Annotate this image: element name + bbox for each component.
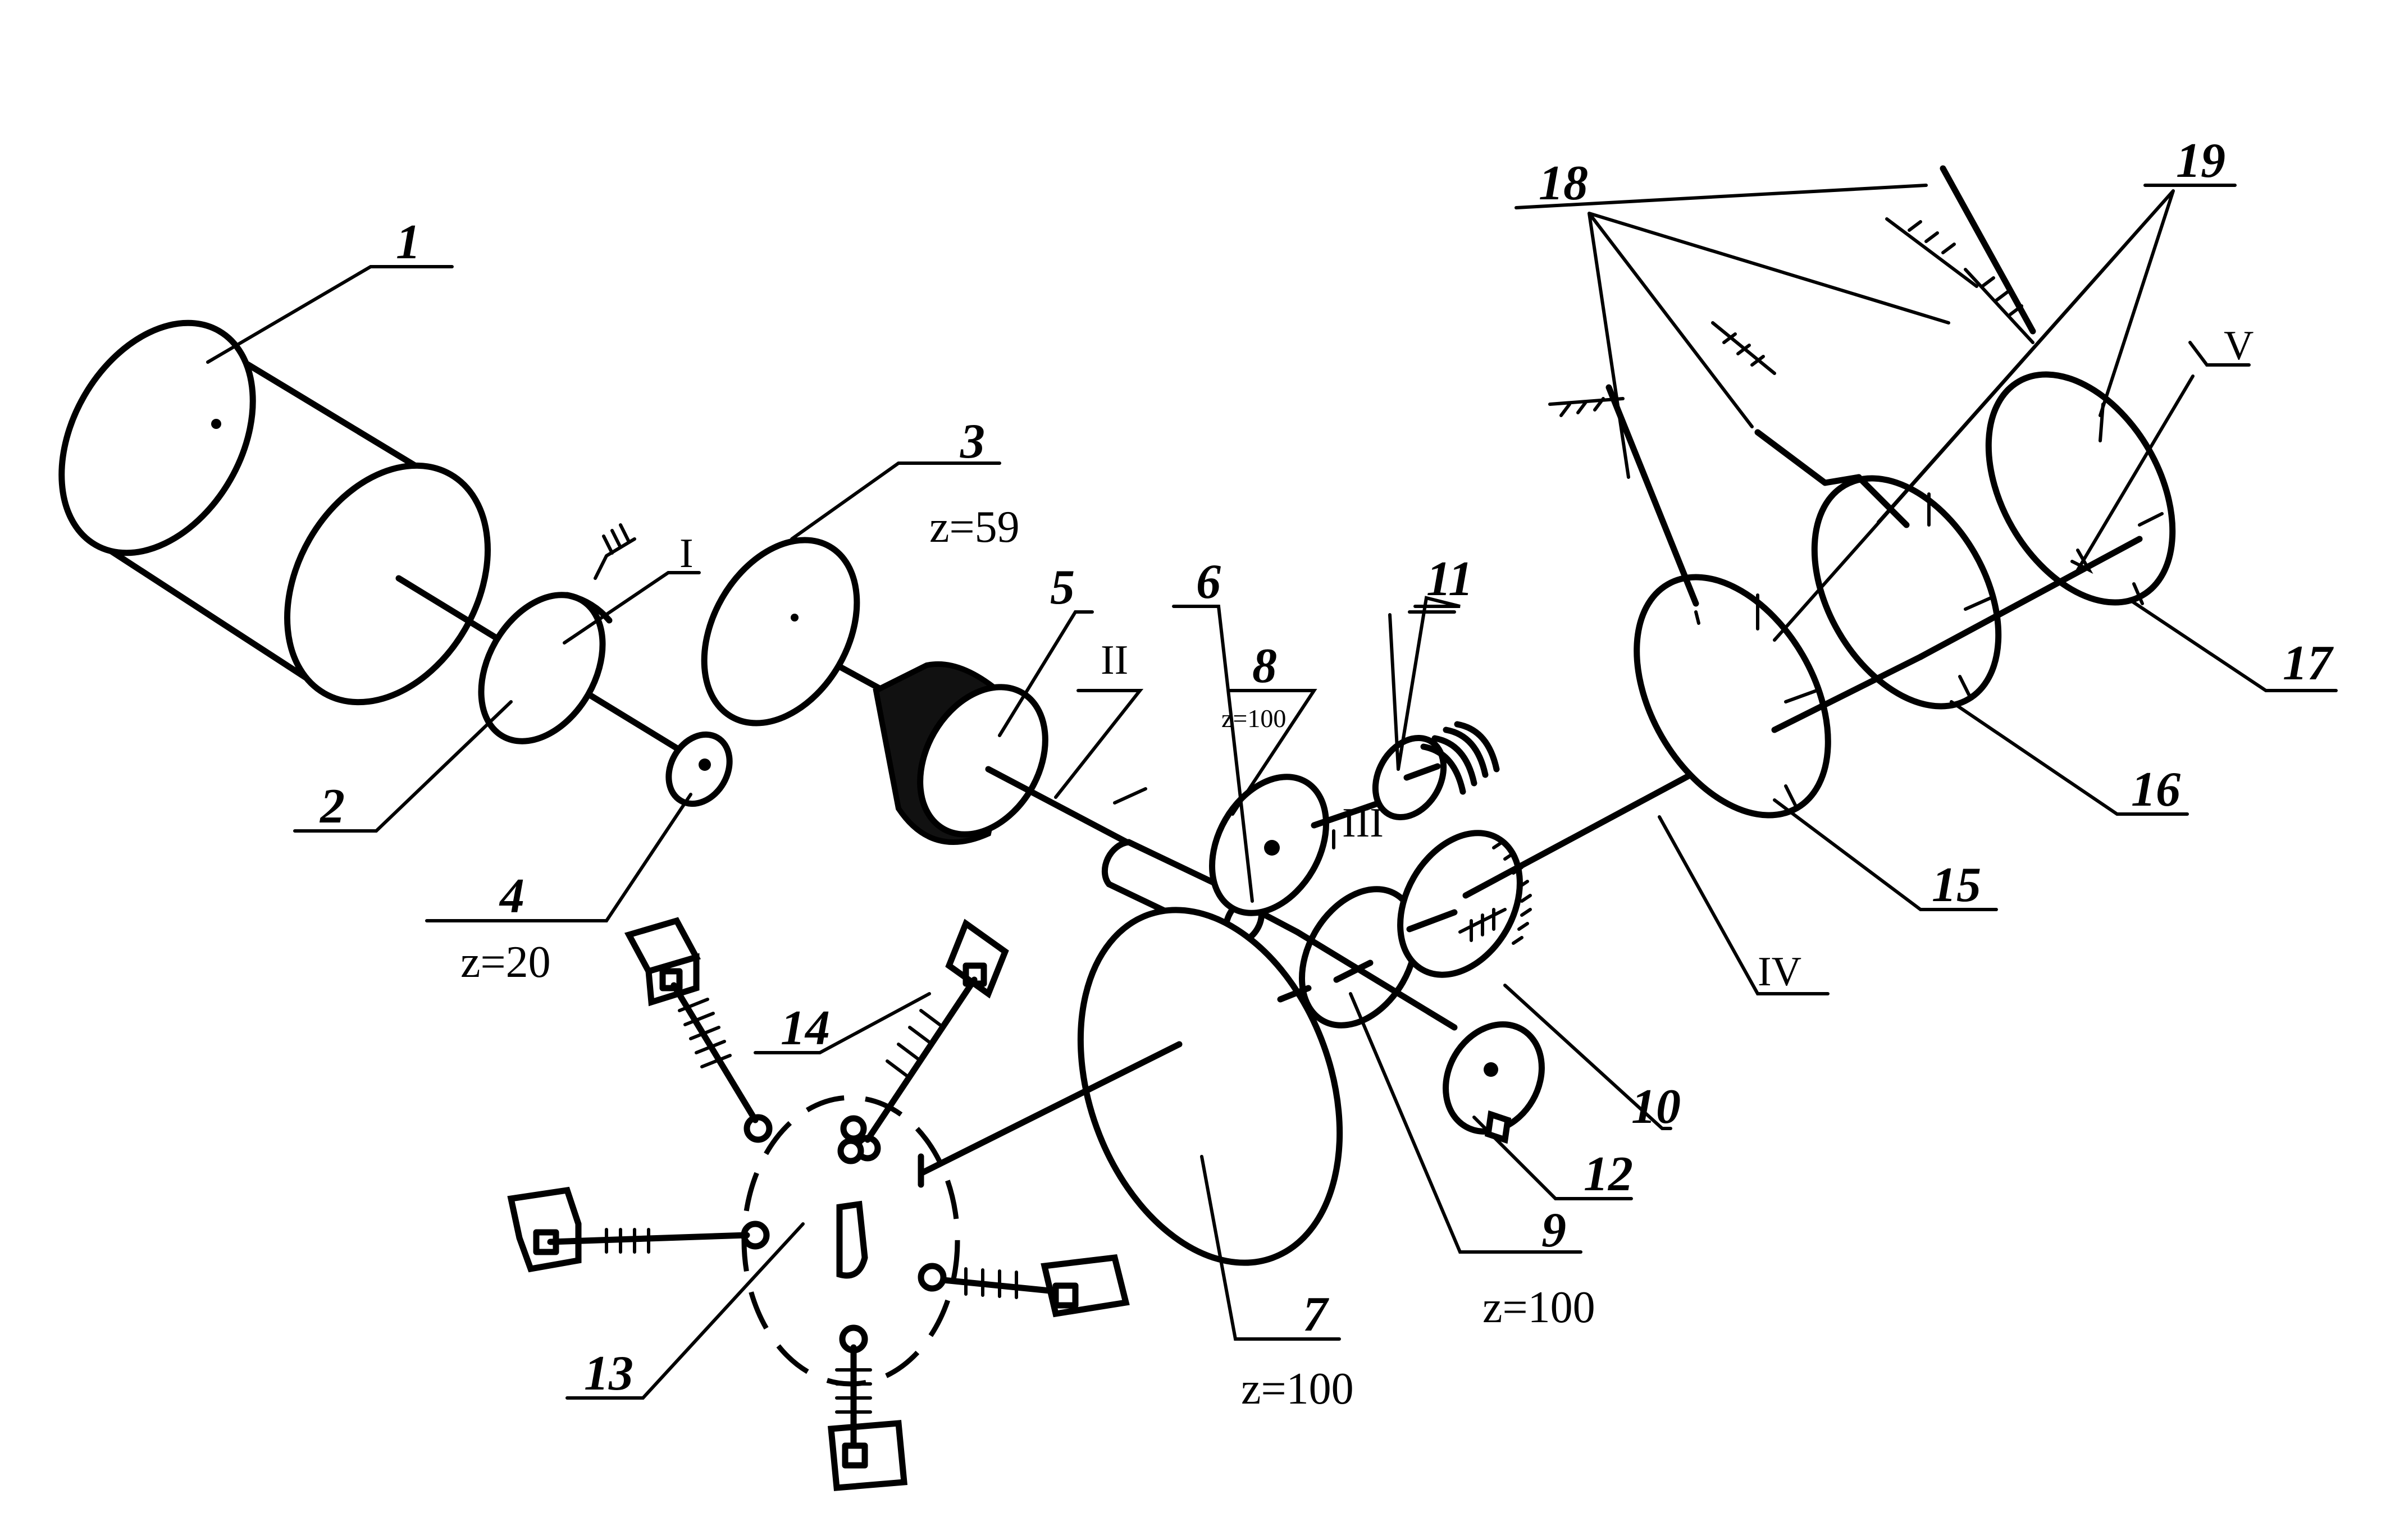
spring-11 (1372, 721, 1500, 821)
label-3: 3 (960, 414, 985, 469)
drum-5 (873, 661, 1048, 845)
label-12: 12 (1584, 1147, 1633, 1201)
shaft-label-4: IV (1758, 949, 1801, 995)
label-18: 18 (1539, 156, 1588, 211)
z-gear-4: z=20 (460, 938, 551, 987)
actuators-14 (507, 917, 1130, 1491)
leader-lines (206, 184, 2338, 1400)
shaft-2-to-12 (1294, 929, 1458, 1031)
tooth-count-labels: z=59 z=20 z=100 z=100 z=100 (460, 502, 1595, 1414)
drum-16 (1811, 475, 2002, 710)
label-4: 4 (499, 869, 524, 924)
z-gear-9: z=100 (1482, 1283, 1595, 1332)
label-6: 6 (1196, 555, 1221, 609)
z-gear-3: z=59 (929, 502, 1020, 552)
component-labels: 1 2 3 4 5 6 7 8 9 10 11 12 13 14 15 16 1… (319, 134, 2334, 1401)
shaft-label-3: III (1342, 800, 1384, 846)
shaft-label-1: I (679, 531, 694, 577)
gear-4 (665, 731, 733, 807)
brakes-18 (1548, 165, 2036, 607)
label-10: 10 (1631, 1080, 1681, 1134)
label-1: 1 (396, 215, 421, 269)
gear-9 (1299, 886, 1419, 1029)
label-15: 15 (1932, 858, 1981, 912)
drum-15 (1634, 574, 1831, 819)
label-13: 13 (584, 1346, 633, 1401)
label-11: 11 (1426, 552, 1473, 606)
gear-7 (918, 907, 1343, 1266)
distributor-13 (741, 1095, 960, 1387)
gear-3 (701, 537, 860, 726)
label-8: 8 (1252, 639, 1277, 693)
label-14: 14 (781, 1001, 830, 1055)
shaft-labels: I II III IV V (679, 323, 2254, 995)
z-gear-8: z=100 (1221, 704, 1286, 733)
cam-12 (1443, 1021, 1545, 1144)
shaft-label-2: II (1101, 637, 1128, 683)
z-gear-7: z=100 (1241, 1364, 1354, 1414)
shaft-4-through-drums (1771, 536, 2143, 733)
label-17: 17 (2283, 636, 2334, 691)
label-9: 9 (1541, 1203, 1566, 1258)
label-19: 19 (2176, 134, 2225, 188)
label-2: 2 (319, 779, 345, 834)
label-7: 7 (1303, 1287, 1329, 1342)
label-5: 5 (1050, 560, 1075, 615)
label-16: 16 (2131, 762, 2181, 817)
motor-cylinder (58, 319, 491, 706)
shaft-label-5: V (2224, 323, 2254, 369)
